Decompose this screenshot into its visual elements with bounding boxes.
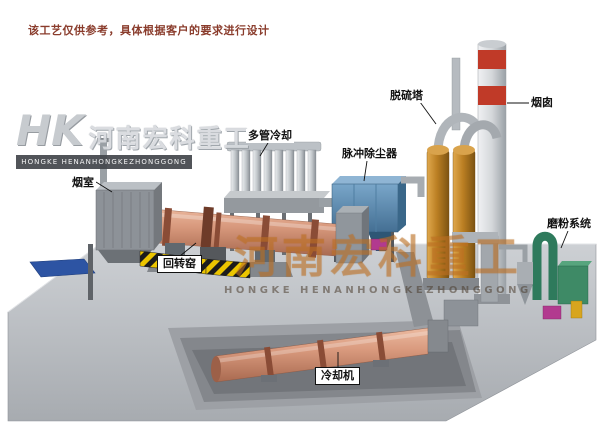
- cooler-end-cap: [211, 356, 221, 382]
- kiln-tyre-ring: [308, 219, 320, 258]
- duct-arc: [459, 120, 502, 153]
- label-cooling-machine: 冷却机: [315, 367, 360, 385]
- label-desulfurization-tower: 脱硫塔: [388, 89, 425, 103]
- desulfurization-towers: [423, 145, 479, 290]
- label-grinding-system: 磨粉系统: [545, 217, 593, 231]
- transfer-chute: [396, 252, 434, 327]
- hood-side: [362, 206, 369, 263]
- chimney-red-band: [478, 86, 506, 105]
- smoke-chamber-side: [154, 182, 162, 250]
- cooler-base: [224, 198, 324, 213]
- horizontal-duct: [452, 232, 498, 243]
- leader-lines: [95, 101, 569, 367]
- filter-leg: [391, 232, 394, 262]
- cooler-saddle: [373, 360, 389, 367]
- kiln-drive-housing: [200, 247, 226, 262]
- kiln-girth-gear: [200, 206, 214, 254]
- flue-ducts: [433, 57, 502, 153]
- label-smoke-chamber: 烟室: [70, 176, 96, 190]
- kiln-hood: [335, 206, 434, 327]
- cooler-base-top: [224, 191, 330, 198]
- tower-cap: [427, 145, 449, 155]
- leader-smoke-chamber: [95, 181, 113, 193]
- kiln-bearing-block: [255, 250, 275, 263]
- cooler-to-filter-duct: [319, 198, 335, 207]
- grinding-fan: [542, 305, 562, 320]
- leader-grinding-system: [560, 230, 569, 249]
- cooler-ring: [376, 331, 386, 363]
- cooler-saddle: [261, 375, 277, 382]
- chimney-top: [478, 40, 506, 48]
- smoke-chamber-top: [96, 182, 162, 190]
- magenta-feeder: [370, 238, 388, 251]
- grinding-system: [443, 231, 592, 327]
- label-chimney: 烟囱: [529, 96, 555, 110]
- duct-riser: [451, 57, 461, 131]
- filter-top-face: [332, 176, 406, 184]
- vertical-duct: [480, 235, 499, 303]
- desulfurization-tower-2: [452, 149, 476, 281]
- hood-top: [336, 206, 369, 213]
- kiln-tyre-ring: [213, 212, 222, 251]
- grinding-box-top: [558, 261, 592, 266]
- cooling-machine: [211, 319, 449, 383]
- tower-base: [423, 278, 479, 290]
- label-rotary-kiln: 回转窑: [157, 255, 202, 273]
- leader-rotary-kiln: [179, 242, 197, 257]
- cyclone-body: [517, 262, 533, 284]
- hood-body: [335, 212, 363, 264]
- smoke-chamber: [88, 138, 162, 300]
- label-pulse-dust-collector: 脉冲除尘器: [340, 147, 399, 161]
- smoke-stack-cap: [97, 138, 110, 142]
- leader-pulse-dust-collector: [363, 160, 368, 182]
- cooler-ring: [264, 346, 274, 378]
- filter-outlet-duct: [401, 176, 425, 197]
- desulfurization-tower-1: [426, 149, 450, 281]
- hazard-wall: [205, 258, 251, 279]
- kiln-tyre-ring: [259, 215, 271, 254]
- filter-side-face: [398, 176, 406, 232]
- blue-mat: [29, 258, 96, 278]
- label-multi-tube-cooler: 多管冷却: [246, 129, 294, 143]
- support-post: [88, 244, 93, 300]
- leader-desulfurization-tower: [419, 101, 437, 125]
- chimney-red-band: [478, 50, 506, 69]
- kiln-tyre-ring: [161, 207, 173, 247]
- disclaimer-note: 该工艺仅供参考，具体根据客户的要求进行设计: [28, 24, 270, 37]
- kiln-pier: [237, 262, 293, 277]
- tower-cap: [453, 145, 475, 155]
- grinding-u-duct: [532, 231, 558, 300]
- yellow-unit: [570, 300, 583, 319]
- leader-multi-tube-cooler: [259, 142, 269, 157]
- main-duct-elbow: [452, 232, 499, 303]
- cooler-header: [226, 141, 322, 152]
- cooler-ring: [317, 339, 327, 371]
- smoke-chamber-body: [95, 189, 155, 251]
- kiln-bearing-block: [165, 243, 185, 257]
- cooler-end-box: [427, 319, 449, 353]
- grinding-box: [557, 265, 589, 305]
- discharge-housing: [443, 299, 479, 327]
- cyclone-cone: [517, 284, 533, 305]
- smoke-chamber-hopper: [98, 250, 152, 263]
- cyclone-pipe: [499, 244, 528, 262]
